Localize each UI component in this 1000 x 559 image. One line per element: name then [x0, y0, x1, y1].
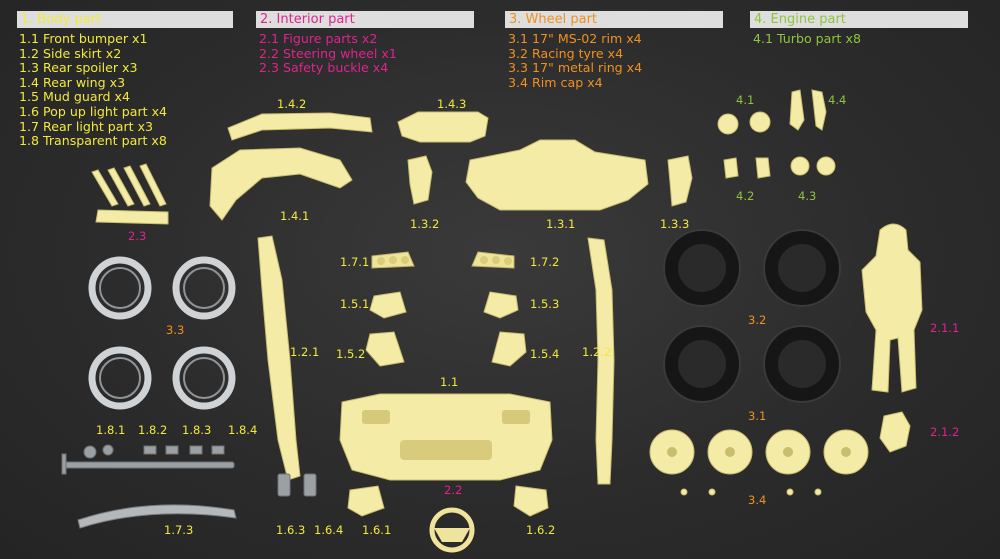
list-item: 1.7 Rear light part x3 [19, 118, 154, 134]
side-skirt-left [257, 235, 301, 481]
rear-wing-blade [227, 112, 373, 141]
part-label: 1.6.3 [276, 523, 306, 537]
wheel-parts-list: 3.1 17" MS-02 rim x4 3.2 Racing tyre x4 … [508, 31, 643, 90]
part-label: 3.3 [166, 323, 185, 337]
pop-up-light-2 [513, 485, 549, 517]
list-item: 3.1 17" MS-02 rim x4 [508, 31, 642, 46]
part-label: 1.5.1 [340, 297, 370, 311]
metal-rings [88, 256, 236, 410]
rear-spoiler-side [407, 155, 433, 205]
part-label: 2.1.1 [930, 321, 960, 335]
part-label: 1.4.2 [277, 97, 307, 111]
part-label: 4.3 [798, 189, 817, 203]
part-label: 1.4.3 [437, 97, 467, 111]
part-label: 1.1 [440, 375, 459, 389]
part-label: 1.6.2 [526, 523, 556, 537]
part-label: 1.8.4 [228, 423, 258, 437]
part-label: 1.5.2 [336, 347, 366, 361]
part-label: 1.6.1 [362, 523, 392, 537]
rear-wing-base [209, 147, 353, 221]
rims [649, 429, 869, 475]
part-label: 1.5.4 [530, 347, 560, 361]
section-header-engine: 4. Engine part [750, 11, 968, 28]
list-item: 1.6 Pop up light part x4 [19, 103, 168, 119]
part-label: 1.2.1 [290, 345, 320, 359]
part-label: 4.1 [736, 93, 755, 107]
rear-spoiler-end [667, 155, 693, 207]
body-parts-list: 1.1 Front bumper x1 1.2 Side skirt x2 1.… [19, 31, 168, 149]
list-item: 4.1 Turbo part x8 [753, 31, 861, 46]
list-item: 1.5 Mud guard x4 [19, 89, 130, 105]
list-item: 2.2 Steering wheel x1 [259, 45, 397, 61]
mud-guard-1 [369, 291, 407, 319]
mud-guard-2 [365, 331, 405, 367]
side-skirt-right [587, 237, 615, 485]
section-header-interior: 2. Interior part [256, 11, 474, 28]
part-label: 1.5.3 [530, 297, 560, 311]
racing-tyres [663, 229, 841, 403]
list-item: 3.3 17" metal ring x4 [508, 60, 643, 76]
part-label: 1.7.3 [164, 523, 194, 537]
engine-parts-list: 4.1 Turbo part x8 [753, 31, 861, 47]
pop-up-light-1 [347, 485, 385, 517]
section-header-wheel: 3. Wheel part [505, 11, 723, 28]
pop-up-light-4 [303, 473, 317, 497]
part-label: 3.4 [748, 493, 767, 507]
list-item: 3.4 Rim cap x4 [508, 74, 603, 90]
list-item: 1.8 Transparent part x8 [19, 133, 167, 149]
part-label: 4.2 [736, 189, 755, 203]
list-item: 1.3 Rear spoiler x3 [19, 60, 138, 76]
front-bumper [339, 393, 553, 481]
rim-caps [680, 488, 822, 496]
turbo-parts [717, 89, 836, 179]
part-label: 1.4.1 [280, 209, 310, 223]
part-label: 4.4 [828, 93, 847, 107]
part-label: 1.8.3 [182, 423, 212, 437]
part-label: 1.2.2 [582, 345, 612, 359]
list-item: 1.4 Rear wing x3 [19, 74, 126, 90]
rear-wing-top [397, 111, 489, 143]
part-label: 1.3.2 [410, 217, 440, 231]
driver-figure [861, 223, 923, 393]
interior-parts-list: 2.1 Figure parts x2 2.2 Steering wheel x… [259, 31, 397, 76]
driver-head [879, 411, 911, 453]
safety-buckle [91, 163, 169, 225]
rear-spoiler-main [465, 139, 649, 211]
part-label: 1.3.1 [546, 217, 576, 231]
part-label: 3.1 [748, 409, 767, 423]
part-label: 1.3.3 [660, 217, 690, 231]
steering-wheel [429, 507, 475, 553]
list-item: 2.1 Figure parts x2 [259, 31, 378, 46]
pop-up-light-3 [277, 473, 291, 497]
list-item: 1.1 Front bumper x1 [19, 31, 148, 46]
part-label: 2.1.2 [930, 425, 960, 439]
transparent-parts-sprue [61, 444, 235, 475]
section-header-body: 1. Body part [17, 11, 233, 28]
part-label: 3.2 [748, 313, 767, 327]
part-label: 1.6.4 [314, 523, 344, 537]
mud-guard-4 [491, 331, 527, 367]
mud-guard-3 [483, 291, 519, 319]
part-label: 1.7.1 [340, 255, 370, 269]
part-label: 1.8.2 [138, 423, 168, 437]
part-label: 1.8.1 [96, 423, 126, 437]
part-label: 1.7.2 [530, 255, 560, 269]
part-label: 2.2 [444, 483, 463, 497]
list-item: 3.2 Racing tyre x4 [508, 45, 624, 61]
list-item: 2.3 Safety buckle x4 [259, 60, 389, 76]
part-label: 2.3 [128, 229, 147, 243]
rear-light-bar [77, 504, 237, 529]
list-item: 1.2 Side skirt x2 [19, 45, 122, 61]
